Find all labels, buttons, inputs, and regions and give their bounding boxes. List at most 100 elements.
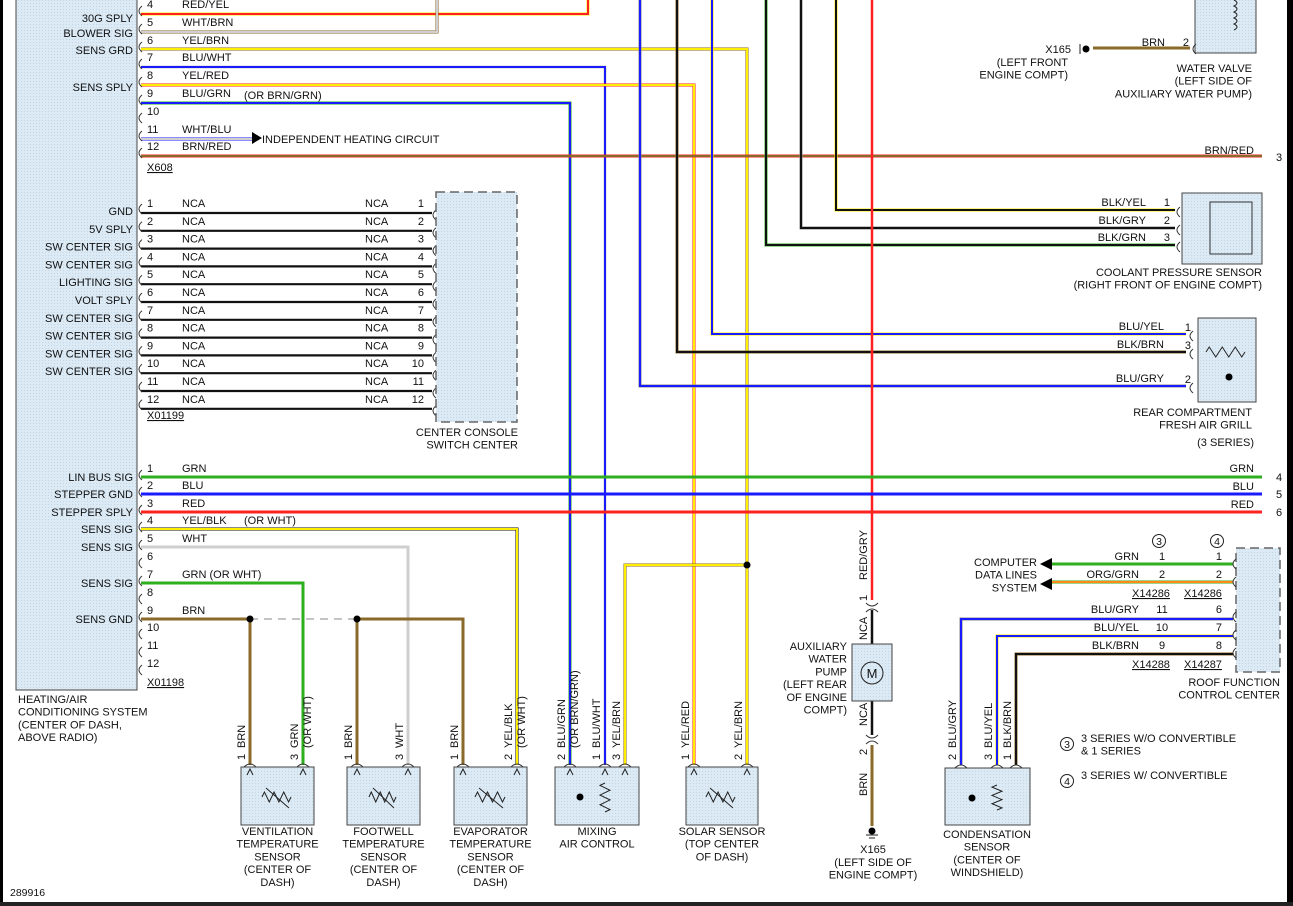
- wire-yel-brn[interactable]: [141, 47, 749, 565]
- aux-pump-title: AUXILIARY: [790, 641, 848, 653]
- x608-pin-number: 10: [147, 106, 159, 118]
- solar-pin-number: 1: [680, 754, 692, 760]
- pin-socket-icon: [1176, 224, 1181, 236]
- wire-yel-blk[interactable]: [141, 527, 519, 765]
- solenoid-coil-icon: [1232, 0, 1238, 31]
- wire-brn-evap[interactable]: [357, 617, 465, 765]
- pin-socket-icon: [138, 203, 143, 215]
- coolant-wire-label: BLK/YEL: [1101, 197, 1146, 209]
- wire-blu-grn[interactable]: [141, 101, 572, 765]
- solar-wire-label: YEL/BRN: [733, 701, 745, 748]
- grill-wire-label: BLK/BRN: [1117, 339, 1164, 351]
- x01199-pin-number: 3: [147, 234, 153, 246]
- pin-socket-icon: [432, 387, 437, 399]
- wire-blk-gry-coolant[interactable]: [799, 0, 1175, 230]
- lin-out-pin-number: 6: [1276, 507, 1282, 519]
- aux-pump-title: WATER: [809, 654, 848, 666]
- arrow-right-icon: [252, 132, 262, 144]
- ventilation-sensor-title: (CENTER OF: [244, 864, 312, 876]
- pin-socket-icon: [350, 763, 364, 768]
- pin-socket-icon: [138, 469, 143, 481]
- x01198-wire-label: WHT: [182, 533, 207, 545]
- mixing-potentiometer-icon: [598, 782, 612, 813]
- condensation-wire-label: BLU/GRY: [947, 699, 959, 748]
- x01198-pin-number: 2: [147, 480, 153, 492]
- x01199-wire-label: NCA: [182, 394, 206, 406]
- wire-wht-brn[interactable]: [141, 0, 439, 34]
- wire-grn-vent[interactable]: [141, 581, 305, 765]
- roof-control-title: CONTROL CENTER: [1178, 690, 1280, 702]
- x01198-pin-number: 7: [147, 569, 153, 581]
- wire-blu-yel-grill[interactable]: [710, 0, 1186, 336]
- ventilation-pin-number: 1: [236, 754, 248, 760]
- wire-wht-footwell[interactable]: [141, 545, 410, 765]
- center-console-body: [435, 191, 518, 423]
- console-wire-label: NCA: [365, 234, 389, 246]
- pin-socket-icon: [138, 41, 143, 53]
- legend-mark-3: [1152, 534, 1166, 548]
- x608-wire-label: BLU/GRN: [182, 88, 231, 100]
- footwell-wire-label: BRN: [343, 725, 355, 748]
- console-pin-number: 11: [413, 376, 424, 388]
- x608-wire-label: YEL/RED: [182, 70, 229, 82]
- x01199-pin-number: 7: [147, 305, 153, 317]
- grill-title-note: (3 SERIES): [1197, 437, 1254, 449]
- aux-pump-title: PUMP: [815, 666, 847, 678]
- wire-blu-wht[interactable]: [141, 65, 607, 765]
- x01198-pin-number: 1: [147, 463, 153, 475]
- pin-socket-icon: [1232, 558, 1237, 570]
- wire-red-yel-core: [141, 0, 589, 15]
- pin-arrow-icon: [353, 767, 361, 776]
- wire-wht-brn-core: [141, 0, 438, 33]
- solar-thermistor-icon: [705, 787, 736, 809]
- wire-wht-footwell-core: [141, 546, 409, 765]
- pump-top-wire-label: RED/GRY: [858, 529, 870, 580]
- x01199-pin-number: 1: [147, 198, 153, 210]
- mixing-wire-label: YEL/BRN: [611, 701, 623, 748]
- aux-pump-title: COMPT): [804, 705, 847, 717]
- ventilation-sensor-title: DASH): [260, 877, 294, 889]
- console-wire-label: NCA: [365, 305, 389, 317]
- x608-pin-number: 7: [147, 52, 153, 64]
- x01198-signal-label: SENS SIG: [81, 542, 133, 554]
- coolant-pin-number: 2: [1164, 215, 1170, 227]
- wire-blk-yel-coolant[interactable]: [834, 0, 1175, 212]
- x01198-wire-label: BLU: [182, 480, 203, 492]
- pin-socket-icon: [138, 221, 143, 233]
- wire-blk-brn-roof[interactable]: [1014, 652, 1233, 765]
- pin-socket-icon: [138, 539, 143, 551]
- x01198-pin-number: 4: [147, 515, 153, 527]
- connector-x01199: X01199: [147, 410, 184, 422]
- wire-blu-yel-roof[interactable]: [995, 634, 1233, 765]
- pin-socket-icon: [138, 130, 143, 142]
- pin-socket-icon: [138, 557, 143, 569]
- wire-blu-wht-core: [141, 66, 606, 765]
- pin-socket-icon: [432, 369, 437, 381]
- wire-grn-vent-stripe: [141, 581, 305, 765]
- wire-blk-yel-coolant-core: [835, 0, 1175, 211]
- wire-blk-grn-coolant[interactable]: [764, 0, 1175, 247]
- wire-blk-brn-grill[interactable]: [675, 0, 1186, 354]
- console-wire-label: NCA: [365, 287, 389, 299]
- wire-red-yel[interactable]: [141, 0, 590, 16]
- mixing-wire-note: (OR BRN/GRN): [569, 670, 581, 748]
- wire-yel-brn-mix[interactable]: [623, 563, 747, 765]
- lin-out-wire-label: BLU: [1233, 481, 1254, 493]
- mixing-wire-label: BLU/WHT: [591, 698, 603, 748]
- legend-note-text: 3 SERIES W/ CONVERTIBLE: [1081, 770, 1228, 782]
- wire-blu-gry-grill[interactable]: [638, 0, 1186, 388]
- pump-bottom-wire-label: BRN: [858, 773, 870, 796]
- evaporator-pin-number: 1: [449, 754, 461, 760]
- pin-socket-icon: [1232, 647, 1237, 659]
- wire-yel-red[interactable]: [141, 83, 696, 765]
- x01198-wire-label: YEL/BLK: [182, 515, 227, 527]
- connector-x14287: X14287: [1184, 659, 1222, 671]
- console-wire-label: NCA: [365, 394, 389, 406]
- wire-blu-gry-roof[interactable]: [959, 617, 1233, 765]
- grill-wire-label: BLU/YEL: [1119, 321, 1164, 333]
- pin-socket-icon: [138, 239, 143, 250]
- lin-out-pin-number: 4: [1276, 472, 1282, 484]
- legend-note-4: [1060, 774, 1074, 788]
